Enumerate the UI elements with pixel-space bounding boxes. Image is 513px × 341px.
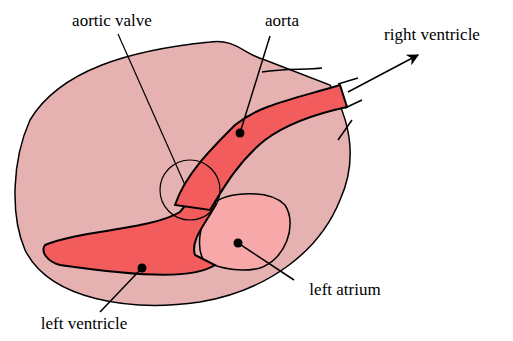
leader-line	[238, 243, 294, 280]
vessel-stub	[262, 68, 322, 72]
part-label: aortic valve	[72, 12, 152, 30]
leader-dot	[138, 264, 147, 273]
leader-dot	[236, 129, 245, 138]
part-label: left ventricle	[41, 315, 127, 333]
aorta-shape	[175, 85, 347, 210]
part-label: right ventricle	[384, 26, 480, 44]
heart-body	[15, 41, 350, 305]
vessel-stub	[338, 78, 358, 84]
leader-line	[100, 268, 142, 312]
vessel-stub	[338, 120, 352, 140]
leader-line	[240, 36, 270, 133]
leader-line	[118, 34, 185, 185]
leader-dot	[234, 239, 243, 248]
part-label: left atrium	[309, 281, 380, 299]
part-label: aorta	[265, 12, 299, 30]
aortic-valve-circle	[160, 160, 220, 220]
direction-arrow	[348, 55, 418, 92]
